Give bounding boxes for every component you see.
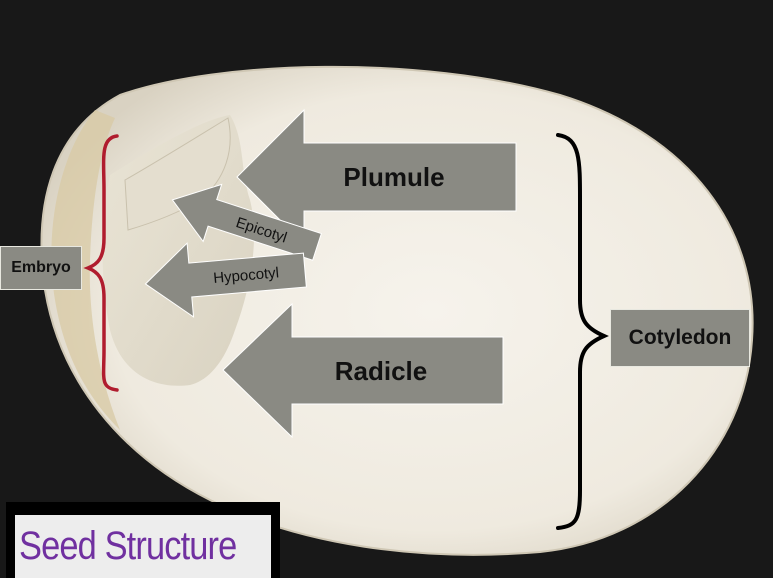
plumule-arrow xyxy=(236,108,517,246)
radicle-arrow xyxy=(222,302,504,439)
hypocotyl-arrow-group: Hypocotyl xyxy=(144,242,307,318)
cotyledon-label-box: Cotyledon xyxy=(610,309,750,367)
plumule-leaves xyxy=(124,117,231,231)
seed-edge-shadow xyxy=(51,110,120,430)
cotyledon-bracket xyxy=(556,133,609,530)
title-box: Seed Structure xyxy=(15,515,271,578)
diagram-title: Seed Structure xyxy=(19,524,237,568)
radicle-label: Radicle xyxy=(335,356,428,386)
plumule-label: Plumule xyxy=(343,162,444,192)
cotyledon-label: Cotyledon xyxy=(628,326,732,349)
embryo-label: Embryo xyxy=(11,259,71,276)
embryo-bracket xyxy=(83,134,119,392)
hypocotyl-arrow xyxy=(144,242,307,318)
hypocotyl-label: Hypocotyl xyxy=(213,264,280,287)
embryo-label-box: Embryo xyxy=(0,246,82,290)
